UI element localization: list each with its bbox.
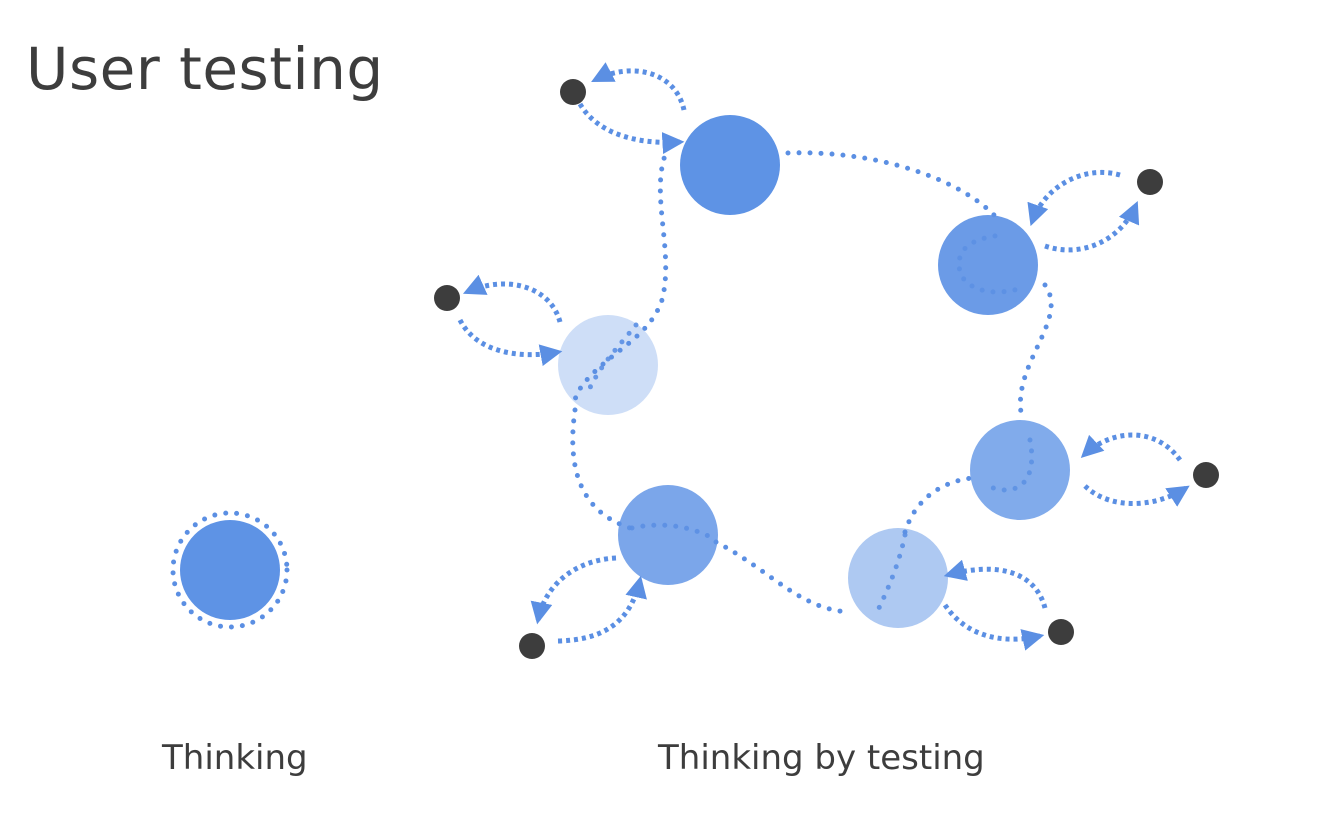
thinking-diagram	[170, 510, 290, 630]
user-dot	[434, 285, 460, 311]
feedback-arrow-out-2	[1027, 169, 1121, 227]
feedback-arrow-out-6	[943, 559, 1048, 609]
inner-path-n2	[956, 233, 1025, 295]
path-n1-to-n3	[572, 145, 671, 411]
path-n5-to-n6	[713, 539, 853, 615]
node-inner-paths	[585, 233, 1035, 613]
path-n1-to-n2	[785, 150, 998, 219]
feedback-loops	[457, 62, 1190, 651]
user-dot	[519, 633, 545, 659]
feedback-arrow-in-2	[1044, 200, 1140, 253]
inner-path-n4	[987, 437, 1035, 493]
user-dot	[1048, 619, 1074, 645]
users	[434, 79, 1219, 659]
user-dot	[560, 79, 586, 105]
feedback-arrow-out-5	[530, 555, 617, 625]
idea-node-6	[848, 528, 948, 628]
idea-nodes	[558, 115, 1070, 628]
thinking-dotted-ring	[170, 510, 290, 630]
feedback-arrow-in-4	[1083, 484, 1190, 507]
feedback-arrow-out-4	[1080, 432, 1183, 462]
path-n3-to-n5	[570, 407, 633, 531]
path-n6-to-n4	[902, 475, 975, 535]
idea-node-1	[680, 115, 780, 215]
caption-thinking: Thinking	[162, 738, 308, 778]
user-dot	[1137, 169, 1163, 195]
feedback-arrow-out-3	[462, 274, 563, 323]
feedback-arrow-in-3	[457, 318, 563, 367]
thinking-node	[180, 520, 280, 620]
feedback-arrow-in-1	[577, 102, 685, 155]
feedback-arrow-out-1	[591, 62, 687, 111]
path-n2-to-n4	[1017, 282, 1054, 421]
user-dot	[1193, 462, 1219, 488]
idea-node-3	[558, 315, 658, 415]
testing-path	[570, 145, 1054, 615]
caption-thinking-by-testing: Thinking by testing	[658, 738, 985, 778]
inner-path-n5	[629, 522, 719, 543]
idea-node-5	[618, 485, 718, 585]
feedback-arrow-in-5	[557, 575, 647, 644]
idea-node-2	[938, 215, 1038, 315]
page-title: User testing	[26, 35, 384, 103]
feedback-arrow-in-6	[942, 603, 1045, 651]
idea-node-4	[970, 420, 1070, 520]
